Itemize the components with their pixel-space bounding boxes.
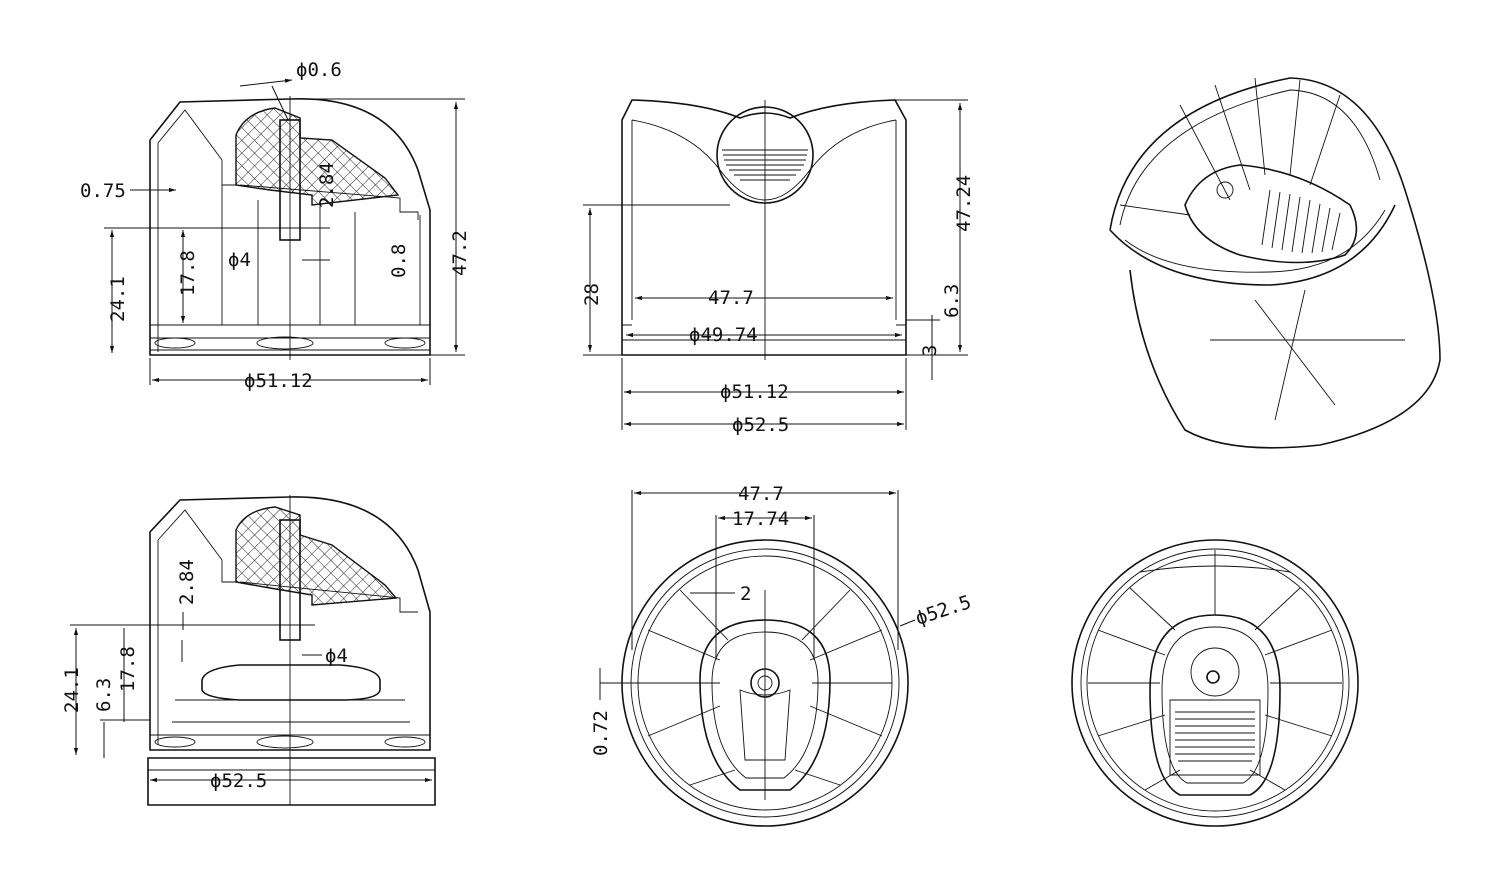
dim-front-mid-dia: ϕ49.74 <box>689 324 758 346</box>
dim-bottom-height-inner: 17.8 <box>117 646 139 692</box>
plan-grip-lines <box>1175 711 1255 762</box>
dim-wall: 0.75 <box>80 180 126 202</box>
dim-top-spout-width: 17.74 <box>732 508 789 530</box>
dim-hole-dia: ϕ0.6 <box>296 59 342 81</box>
dim-step: 2.84 <box>316 162 338 208</box>
dim-front-inner-dia: 47.7 <box>708 287 754 309</box>
dim-pin-dia: ϕ4 <box>228 249 251 271</box>
side-section-top-dims: ϕ0.6 0.75 2.84 ϕ4 0.8 47.2 17.8 24.1 ϕ51… <box>80 59 471 392</box>
top-view <box>600 539 909 827</box>
dim-bottom-thread-height: 6.3 <box>93 678 115 712</box>
dim-front-max-dia: ϕ52.5 <box>732 414 789 436</box>
side-section-bottom-dims: 2.84 24.1 17.8 6.3 ϕ4 ϕ52.5 <box>61 559 432 792</box>
dim-bottom-pin-dia: ϕ4 <box>325 645 348 667</box>
front-section-view <box>621 99 907 360</box>
dim-front-outer-dia: ϕ51.12 <box>720 381 789 403</box>
dim-lip: 0.8 <box>388 244 410 278</box>
dim-front-height-total: 47.24 <box>953 175 975 232</box>
dim-height-inner: 17.8 <box>177 250 199 296</box>
front-section-dims: 47.24 28 47.7 ϕ49.74 6.3 3 ϕ51.12 ϕ52.5 <box>581 99 975 436</box>
dim-top-overall-dia: 47.7 <box>738 483 784 505</box>
dim-top-offset: 0.72 <box>590 710 612 756</box>
dim-height-total: 47.2 <box>449 230 471 276</box>
dim-front-height-skirt: 28 <box>581 283 603 306</box>
side-section-top-view <box>104 96 431 360</box>
dim-height-mid: 24.1 <box>107 276 129 322</box>
dim-bottom-step: 2.84 <box>176 559 198 605</box>
dim-front-bead-height: 3 <box>919 345 941 356</box>
dim-bottom-max-dia: ϕ52.5 <box>210 770 267 792</box>
dim-outer-dia: ϕ51.12 <box>244 370 313 392</box>
side-section-bottom-view <box>147 495 436 806</box>
top-view-dims: 47.7 17.74 2 ϕ52.5 0.72 <box>590 483 974 756</box>
plan-view-ribs <box>1088 550 1342 791</box>
dim-top-rib: 2 <box>740 583 751 605</box>
dim-front-thread-height: 6.3 <box>941 284 963 318</box>
isometric-grip-ridges <box>1261 189 1341 254</box>
dim-top-max-dia: ϕ52.5 <box>913 591 974 630</box>
plan-view <box>1071 539 1359 827</box>
dim-bottom-height-mid: 24.1 <box>61 667 83 713</box>
isometric-view <box>1109 77 1441 449</box>
